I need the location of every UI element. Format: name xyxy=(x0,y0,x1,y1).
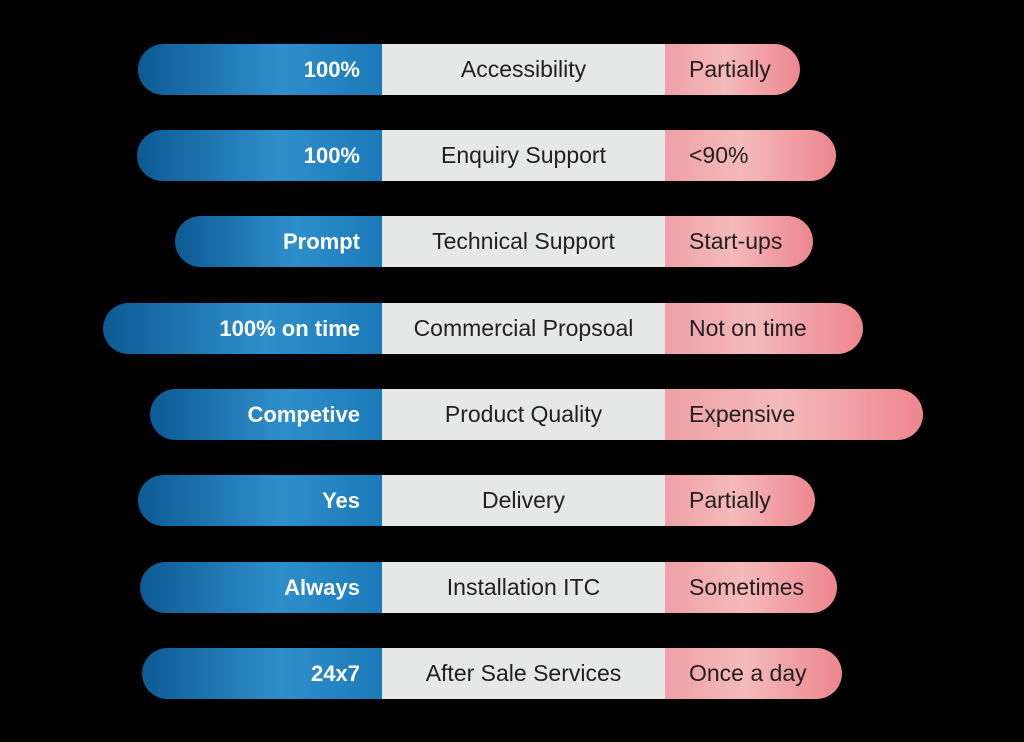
competitor-value-label: Not on time xyxy=(689,315,807,341)
our-value-label: Prompt xyxy=(283,228,360,254)
competitor-value-label: Sometimes xyxy=(689,574,805,600)
our-value-bar: 100% xyxy=(137,130,382,181)
comparison-row: 24x7 After Sale Services Once a day xyxy=(142,648,842,699)
competitor-value-label: Partially xyxy=(689,487,771,513)
our-value-bar: 24x7 xyxy=(142,648,382,699)
category-bar: Installation ITC xyxy=(382,562,665,613)
comparison-row: 100% on time Commercial Propsoal Not on … xyxy=(103,303,863,354)
category-bar: After Sale Services xyxy=(382,648,665,699)
category-label: After Sale Services xyxy=(425,660,622,686)
our-value-label: 100% xyxy=(303,56,360,82)
our-value-label: 100% on time xyxy=(219,315,360,341)
competitor-value-label: Start-ups xyxy=(689,228,783,254)
our-value-bar: Yes xyxy=(138,475,382,526)
our-value-label: Yes xyxy=(322,487,360,513)
category-label: Accessibility xyxy=(460,56,587,82)
our-value-label: 24x7 xyxy=(311,660,360,686)
category-bar: Delivery xyxy=(382,475,665,526)
category-bar: Commercial Propsoal xyxy=(382,303,665,354)
competitor-value-label: Partially xyxy=(689,56,771,82)
competitor-value-bar: Expensive xyxy=(665,389,923,440)
competitor-value-bar: Partially xyxy=(665,475,815,526)
category-label: Enquiry Support xyxy=(441,142,606,168)
comparison-row: Yes Delivery Partially xyxy=(138,475,815,526)
category-label: Installation ITC xyxy=(446,574,601,600)
comparison-row: Competive Product Quality Expensive xyxy=(150,389,923,440)
comparison-row: 100% Enquiry Support <90% xyxy=(137,130,836,181)
competitor-value-label: Expensive xyxy=(689,401,796,427)
category-bar: Technical Support xyxy=(382,216,665,267)
our-value-bar: Always xyxy=(140,562,382,613)
competitor-value-bar: Partially xyxy=(665,44,800,95)
category-label: Product Quality xyxy=(444,401,603,427)
competitor-value-label: <90% xyxy=(689,142,749,168)
comparison-row: Prompt Technical Support Start-ups xyxy=(175,216,813,267)
competitor-value-bar: Once a day xyxy=(665,648,842,699)
competitor-value-bar: <90% xyxy=(665,130,836,181)
comparison-row: 100% Accessibility Partially xyxy=(138,44,800,95)
comparison-row: Always Installation ITC Sometimes xyxy=(140,562,837,613)
category-label: Technical Support xyxy=(432,228,615,254)
category-label: Commercial Propsoal xyxy=(413,315,634,341)
our-value-bar: 100% xyxy=(138,44,382,95)
category-label: Delivery xyxy=(481,487,566,513)
competitor-value-bar: Sometimes xyxy=(665,562,837,613)
our-value-bar: Prompt xyxy=(175,216,382,267)
category-bar: Accessibility xyxy=(382,44,665,95)
our-value-bar: Competive xyxy=(150,389,382,440)
competitor-value-bar: Not on time xyxy=(665,303,863,354)
our-value-label: 100% xyxy=(303,142,360,168)
competitor-value-label: Once a day xyxy=(689,660,807,686)
category-bar: Enquiry Support xyxy=(382,130,665,181)
competitor-value-bar: Start-ups xyxy=(665,216,813,267)
category-bar: Product Quality xyxy=(382,389,665,440)
our-value-label: Competive xyxy=(247,401,360,427)
our-value-bar: 100% on time xyxy=(103,303,382,354)
our-value-label: Always xyxy=(284,574,360,600)
